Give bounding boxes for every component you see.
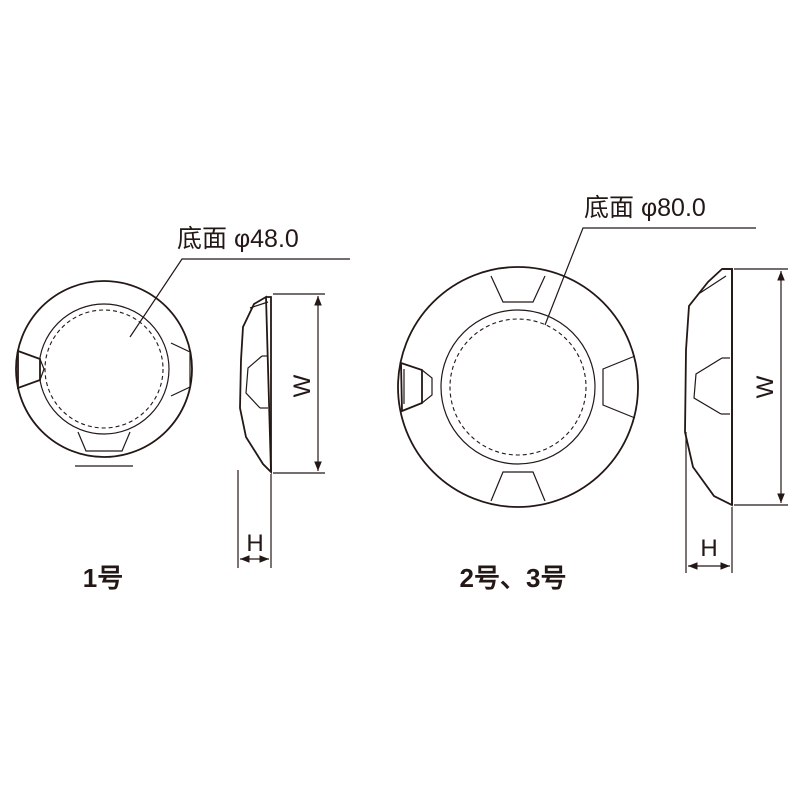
large-outer-rim bbox=[397, 266, 639, 508]
small-right-bump bbox=[170, 342, 191, 397]
large-top-bump bbox=[490, 275, 546, 303]
small-base-circle bbox=[44, 309, 164, 429]
large-right-bump bbox=[602, 355, 636, 419]
large-diameter-label: 底面 φ80.0 bbox=[584, 194, 706, 222]
large-diameter-leader bbox=[544, 227, 756, 326]
small-bottom-bump bbox=[77, 431, 131, 452]
large-side-profile bbox=[684, 268, 733, 507]
small-model-title: 1号 bbox=[83, 563, 123, 593]
large-model-title: 2号、3号 bbox=[460, 563, 567, 593]
large-inner-ring bbox=[440, 309, 596, 465]
small-side-profile bbox=[239, 295, 272, 475]
large-plate-top-view bbox=[397, 266, 639, 508]
small-outer-rim bbox=[15, 280, 193, 458]
small-width-label: W bbox=[289, 374, 316, 397]
large-width-label: W bbox=[752, 375, 779, 398]
small-height-label: H bbox=[246, 530, 263, 557]
small-plate-side-view bbox=[237, 293, 325, 568]
small-plate-top-view bbox=[15, 280, 193, 467]
large-plate-side-view bbox=[684, 268, 788, 573]
large-bottom-bump bbox=[490, 471, 546, 502]
small-diameter-label: 底面 φ48.0 bbox=[177, 225, 299, 253]
small-diameter-leader bbox=[129, 258, 350, 338]
large-height-label: H bbox=[700, 535, 717, 562]
large-base-circle bbox=[449, 318, 587, 456]
